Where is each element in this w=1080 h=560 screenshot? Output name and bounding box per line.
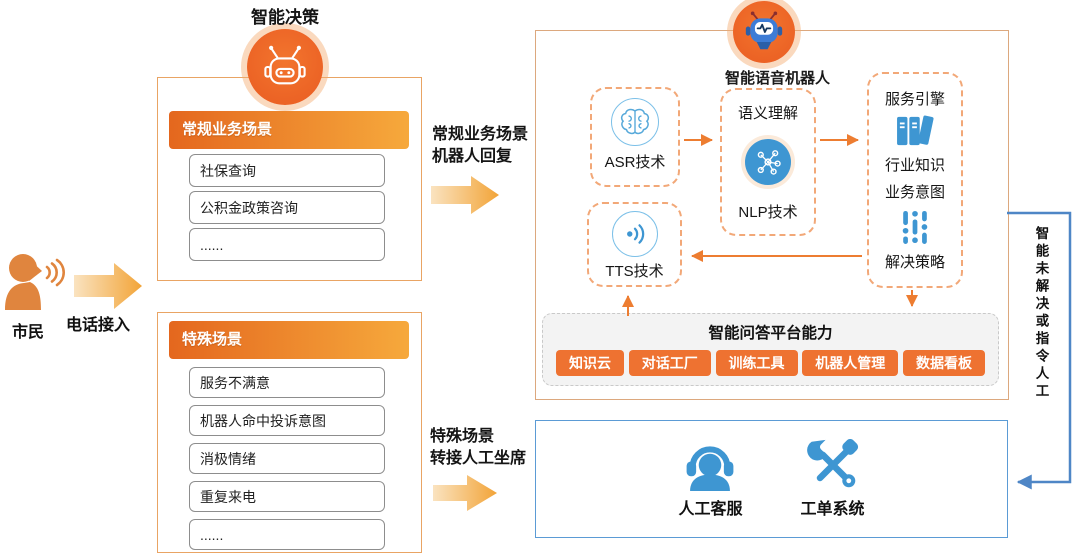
flow-regular-label: 常规业务场景 机器人回复 — [432, 124, 528, 168]
flow-regular-line1: 常规业务场景 — [432, 126, 529, 143]
brain-icon — [611, 98, 659, 146]
scenario-item: 公积金政策咨询 — [189, 191, 385, 224]
scenario-item: ...... — [189, 519, 385, 550]
chip-dialog-factory: 对话工厂 — [628, 350, 711, 376]
special-scenarios-header: 特殊场景 — [169, 321, 409, 359]
headset-agent-icon — [687, 446, 734, 491]
scenario-item: ...... — [189, 228, 385, 261]
phone-access-label: 电话接入 — [66, 317, 131, 334]
chip-training-tools: 训练工具 — [715, 350, 798, 376]
semantic-label: 语义理解 — [737, 105, 798, 122]
nlp-network-icon — [745, 139, 791, 185]
scenario-item: 社保查询 — [189, 154, 385, 187]
flow-special-arrow — [433, 475, 497, 511]
manual-service-box: 人工客服 工单系统 — [535, 420, 1008, 538]
flow-special-label: 特殊场景 转接人工坐席 — [430, 426, 526, 470]
semantic-nlp-box: 语义理解 NLP技术 — [720, 88, 816, 236]
sound-wave-icon — [611, 211, 658, 257]
chip-robot-management: 机器人管理 — [802, 350, 899, 376]
decision-title: 智能决策 — [251, 8, 319, 27]
industry-knowledge-label: 行业知识 — [884, 157, 945, 175]
flow-special-line1: 特殊场景 — [430, 428, 495, 445]
ticket-item: 工单系统 — [801, 439, 865, 519]
asr-box: ASR技术 — [590, 87, 680, 187]
scenario-item: 服务不满意 — [189, 367, 385, 398]
nlp-label: NLP技术 — [738, 204, 798, 221]
tts-box: TTS技术 — [587, 202, 682, 287]
business-intent-label: 业务意图 — [884, 183, 945, 201]
tools-icon — [806, 439, 858, 488]
flow-special-line2: 转接人工坐席 — [430, 450, 527, 467]
tts-label: TTS技术 — [605, 263, 664, 280]
sliders-icon — [902, 210, 928, 244]
engine-box: 服务引擎 行业知识 业务意图 解决策略 — [867, 72, 963, 288]
scenario-item: 消极情绪 — [189, 443, 385, 474]
regular-scenarios-list: 社保查询 公积金政策咨询 ...... — [189, 154, 385, 261]
flow-regular-line2: 机器人回复 — [432, 148, 513, 165]
service-engine-label: 服务引擎 — [884, 90, 945, 108]
platform-chip-row: 知识云 对话工厂 训练工具 机器人管理 数据看板 — [543, 343, 998, 376]
escalation-label: 智能未解决或指令人工 — [1033, 226, 1049, 401]
flow-regular-arrow — [431, 176, 499, 214]
ticket-label: 工单系统 — [800, 501, 865, 518]
platform-bar: 智能问答平台能力 知识云 对话工厂 训练工具 机器人管理 数据看板 — [542, 313, 999, 386]
chip-data-dashboard: 数据看板 — [903, 350, 985, 376]
regular-scenarios-panel: 常规业务场景 社保查询 公积金政策咨询 ...... — [157, 77, 422, 281]
scenario-item: 机器人命中投诉意图 — [189, 405, 385, 436]
voice-robot-title: 智能语音机器人 — [724, 70, 830, 87]
citizen-speaking-icon — [5, 254, 66, 310]
voice-robot-icon — [733, 1, 795, 63]
special-scenarios-panel: 特殊场景 服务不满意 机器人命中投诉意图 消极情绪 重复来电 ...... — [157, 312, 422, 553]
scenario-item: 重复来电 — [189, 481, 385, 512]
platform-title: 智能问答平台能力 — [708, 325, 833, 342]
phone-access-arrow — [74, 263, 142, 309]
agent-item: 人工客服 — [678, 439, 743, 519]
books-icon — [897, 115, 934, 146]
special-scenarios-list: 服务不满意 机器人命中投诉意图 消极情绪 重复来电 ...... — [189, 367, 385, 550]
decision-robot-icon — [247, 29, 323, 105]
agent-label: 人工客服 — [678, 501, 743, 518]
chip-knowledge-cloud: 知识云 — [556, 350, 624, 376]
regular-scenarios-header: 常规业务场景 — [169, 111, 409, 149]
asr-label: ASR技术 — [604, 154, 666, 171]
citizen-label: 市民 — [11, 324, 44, 341]
solution-strategy-label: 解决策略 — [884, 254, 945, 272]
